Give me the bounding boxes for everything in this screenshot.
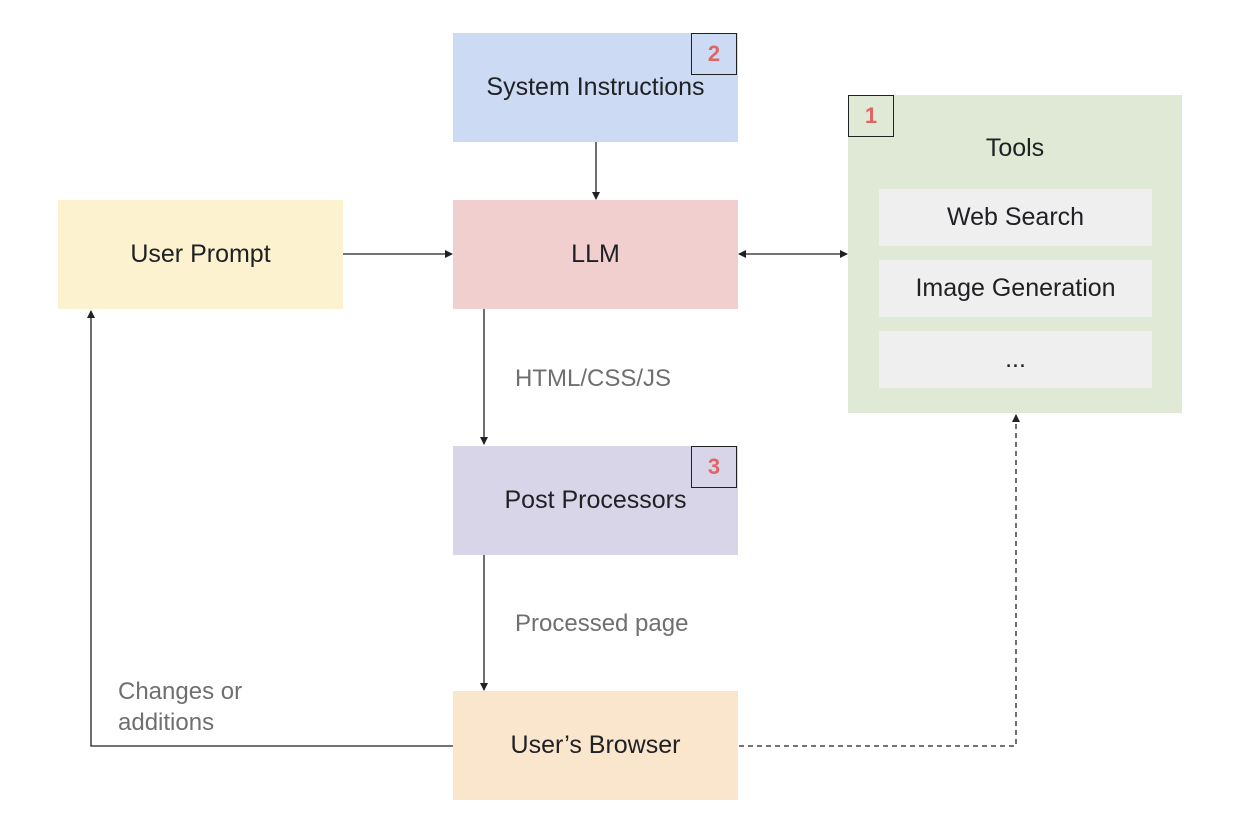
users-browser-node: User’s Browser [453,691,738,800]
edge-browser-to-prompt [87,310,453,747]
users-browser-label: User’s Browser [510,731,681,759]
tool-more: ... [879,331,1152,388]
edge-label-html-css-js: HTML/CSS/JS [515,365,672,392]
badge-post-processors: 3 [691,446,737,488]
tools-title: Tools [985,134,1045,162]
post-processors-node: Post Processors [453,446,738,555]
tool-image-generation: Image Generation [879,260,1152,317]
user-prompt-label: User Prompt [130,240,271,268]
system-instructions-node: System Instructions [453,33,738,142]
badge-system-instructions: 2 [691,33,737,75]
system-instructions-label: System Instructions [486,73,705,101]
tool-web-search: Web Search [879,189,1152,246]
edge-label-changes-or-additions: Changes or additions [118,678,243,736]
edge-browser-to-tools [739,414,1020,747]
post-processors-label: Post Processors [504,486,687,514]
llm-label: LLM [571,240,620,268]
badge-tools: 1 [848,95,894,137]
user-prompt-node: User Prompt [58,200,343,309]
llm-node: LLM [453,200,738,309]
edge-label-processed-page: Processed page [515,610,689,637]
